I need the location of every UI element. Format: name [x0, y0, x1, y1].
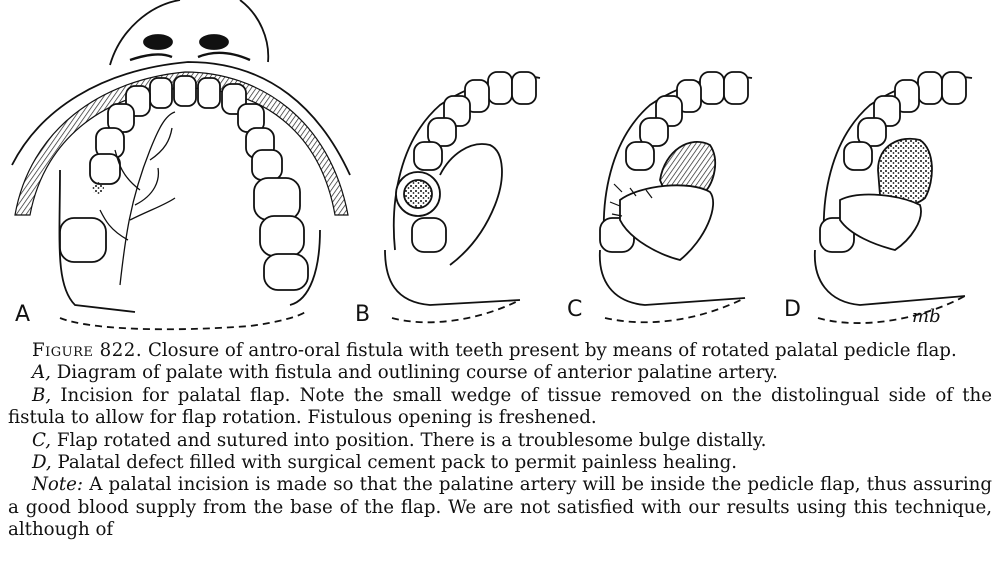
panel-letter-d: D [784, 297, 801, 322]
rotated-flap [619, 184, 715, 261]
figure-illustrations: A B [11, 0, 973, 331]
panel-a-palate-diagram [11, 0, 351, 331]
caption-note: Note: A palatal incision is made so that… [8, 474, 992, 541]
caption-item-b: B, Incision for palatal flap. Note the s… [8, 385, 992, 430]
nose-illustration [109, 0, 270, 66]
item-text: Palatal defect filled with surgical ceme… [57, 452, 737, 474]
caption-item-a: A, Diagram of palate with fistula and ou… [8, 362, 992, 384]
item-text: Flap rotated and sutured into position. … [56, 429, 767, 451]
palatine-artery [99, 111, 176, 286]
item-text: Diagram of palate with fistula and outli… [56, 362, 778, 384]
panel-letter-b: B [355, 302, 370, 327]
note-label: Note: [32, 474, 84, 496]
item-letter: B, [32, 384, 52, 406]
incision-line [439, 143, 503, 266]
teeth-arch-d [819, 71, 967, 253]
caption-item-d: D, Palatal defect filled with surgical c… [8, 452, 992, 474]
teeth-arch-c [599, 71, 749, 253]
figure-label: Figure 822. [32, 340, 143, 361]
caption-title: Figure 822. Closure of antro-oral fistul… [8, 340, 992, 362]
panel-letter-a: A [15, 302, 30, 327]
panel-c-sutured-flap-diagram [598, 71, 753, 324]
panel-letter-c: C [567, 297, 582, 322]
item-letter: D, [32, 452, 52, 474]
caption-item-c: C, Flap rotated and sutured into positio… [8, 430, 992, 452]
panel-b-incision-diagram [384, 71, 541, 324]
item-letter: A, [32, 362, 51, 384]
panel-d-cement-pack-diagram [814, 71, 973, 324]
teeth-arch-a [59, 75, 309, 291]
sutures [609, 183, 653, 217]
item-letter: C, [32, 429, 52, 451]
teeth-arch-b [411, 71, 537, 253]
item-text: Incision for palatal flap. Note the smal… [8, 384, 992, 429]
figure-title: Closure of antro-oral fistula with teeth… [147, 340, 957, 361]
note-text: A palatal incision is made so that the p… [8, 474, 992, 541]
figure-caption: Figure 822. Closure of antro-oral fistul… [8, 340, 992, 542]
fistula-opening [395, 171, 441, 217]
exposed-bone-defect [659, 141, 717, 193]
artist-signature: mb [912, 306, 941, 327]
